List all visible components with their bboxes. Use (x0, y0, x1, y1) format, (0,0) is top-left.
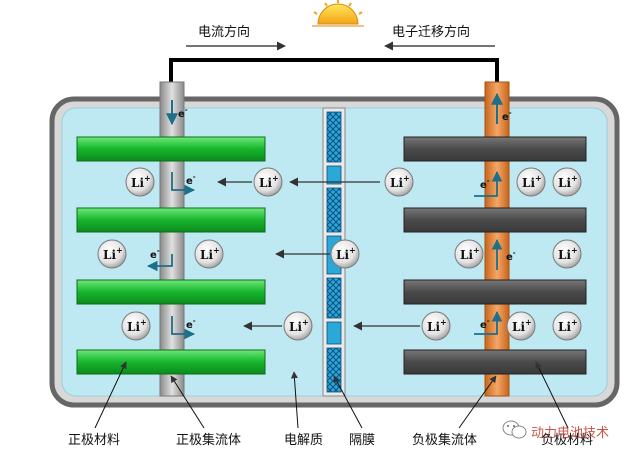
sun-icon (312, 0, 364, 27)
electron-direction-label: 电子迁移方向 (392, 24, 470, 40)
lithium-ion: Li+ (283, 311, 313, 341)
svg-text:e-: e- (186, 317, 196, 331)
label-electrolyte: 电解质 (284, 433, 323, 448)
cathode-material (76, 136, 266, 375)
lithium-ion: Li+ (97, 239, 127, 269)
anode-electron-arrows: e- e- e- (474, 170, 516, 335)
wechat-icon (502, 420, 527, 439)
lithium-ion: Li+ (194, 239, 224, 269)
cathode-top-electron: e- (166, 100, 188, 126)
anode-material-bar (403, 349, 587, 375)
cathode-material-bar (76, 279, 266, 305)
anode-top-electron: e- (491, 92, 512, 124)
svg-text:e-: e- (186, 173, 196, 187)
lithium-ion: Li+ (506, 311, 536, 341)
label-pointers (94, 361, 569, 429)
lithium-ion: Li+ (121, 311, 151, 341)
lithium-ions: Li+Li+Li+Li+Li+Li+Li+Li+Li+Li+Li+Li+Li+L… (97, 167, 582, 341)
current-direction-label: 电流方向 (198, 24, 250, 40)
anode-material-bar (403, 279, 587, 305)
lithium-ion: Li+ (421, 311, 451, 341)
lithium-ion: Li+ (516, 167, 546, 197)
anode-material-bar (403, 136, 587, 162)
label-anode-material: 负极材料 (541, 433, 593, 448)
label-separator: 隔膜 (349, 433, 375, 448)
lithium-ion: Li+ (552, 311, 582, 341)
lithium-ion: Li+ (253, 167, 283, 197)
svg-text:e-: e- (150, 247, 160, 261)
svg-text:e-: e- (506, 249, 516, 263)
label-anode-collector: 负极集流体 (412, 432, 477, 448)
lithium-ion: Li+ (454, 239, 484, 269)
label-cathode-material: 正极材料 (68, 433, 120, 448)
cathode-material-bar (76, 349, 266, 375)
svg-text:e-: e- (480, 317, 490, 331)
external-wire (169, 58, 499, 84)
anode-material-bar (403, 207, 587, 233)
lithium-ion: Li+ (552, 239, 582, 269)
svg-text:e-: e- (178, 106, 188, 120)
cathode-collector (159, 81, 185, 397)
cathode-material-bar (76, 207, 266, 233)
cathode-material-bar (76, 136, 266, 162)
lithium-ion: Li+ (384, 167, 414, 197)
cathode-electron-arrows: e- e- e- (146, 172, 196, 340)
svg-text:e-: e- (502, 109, 512, 123)
anode-collector (484, 81, 510, 397)
label-cathode-collector: 正极集流体 (176, 432, 241, 448)
anode-material (403, 136, 587, 375)
ion-arrows (217, 177, 420, 331)
watermark-text: 动力电池技术 (531, 426, 609, 441)
lithium-ion: Li+ (330, 239, 360, 269)
lithium-ion: Li+ (552, 167, 582, 197)
svg-text:e-: e- (480, 177, 490, 191)
lithium-ion: Li+ (125, 167, 155, 197)
